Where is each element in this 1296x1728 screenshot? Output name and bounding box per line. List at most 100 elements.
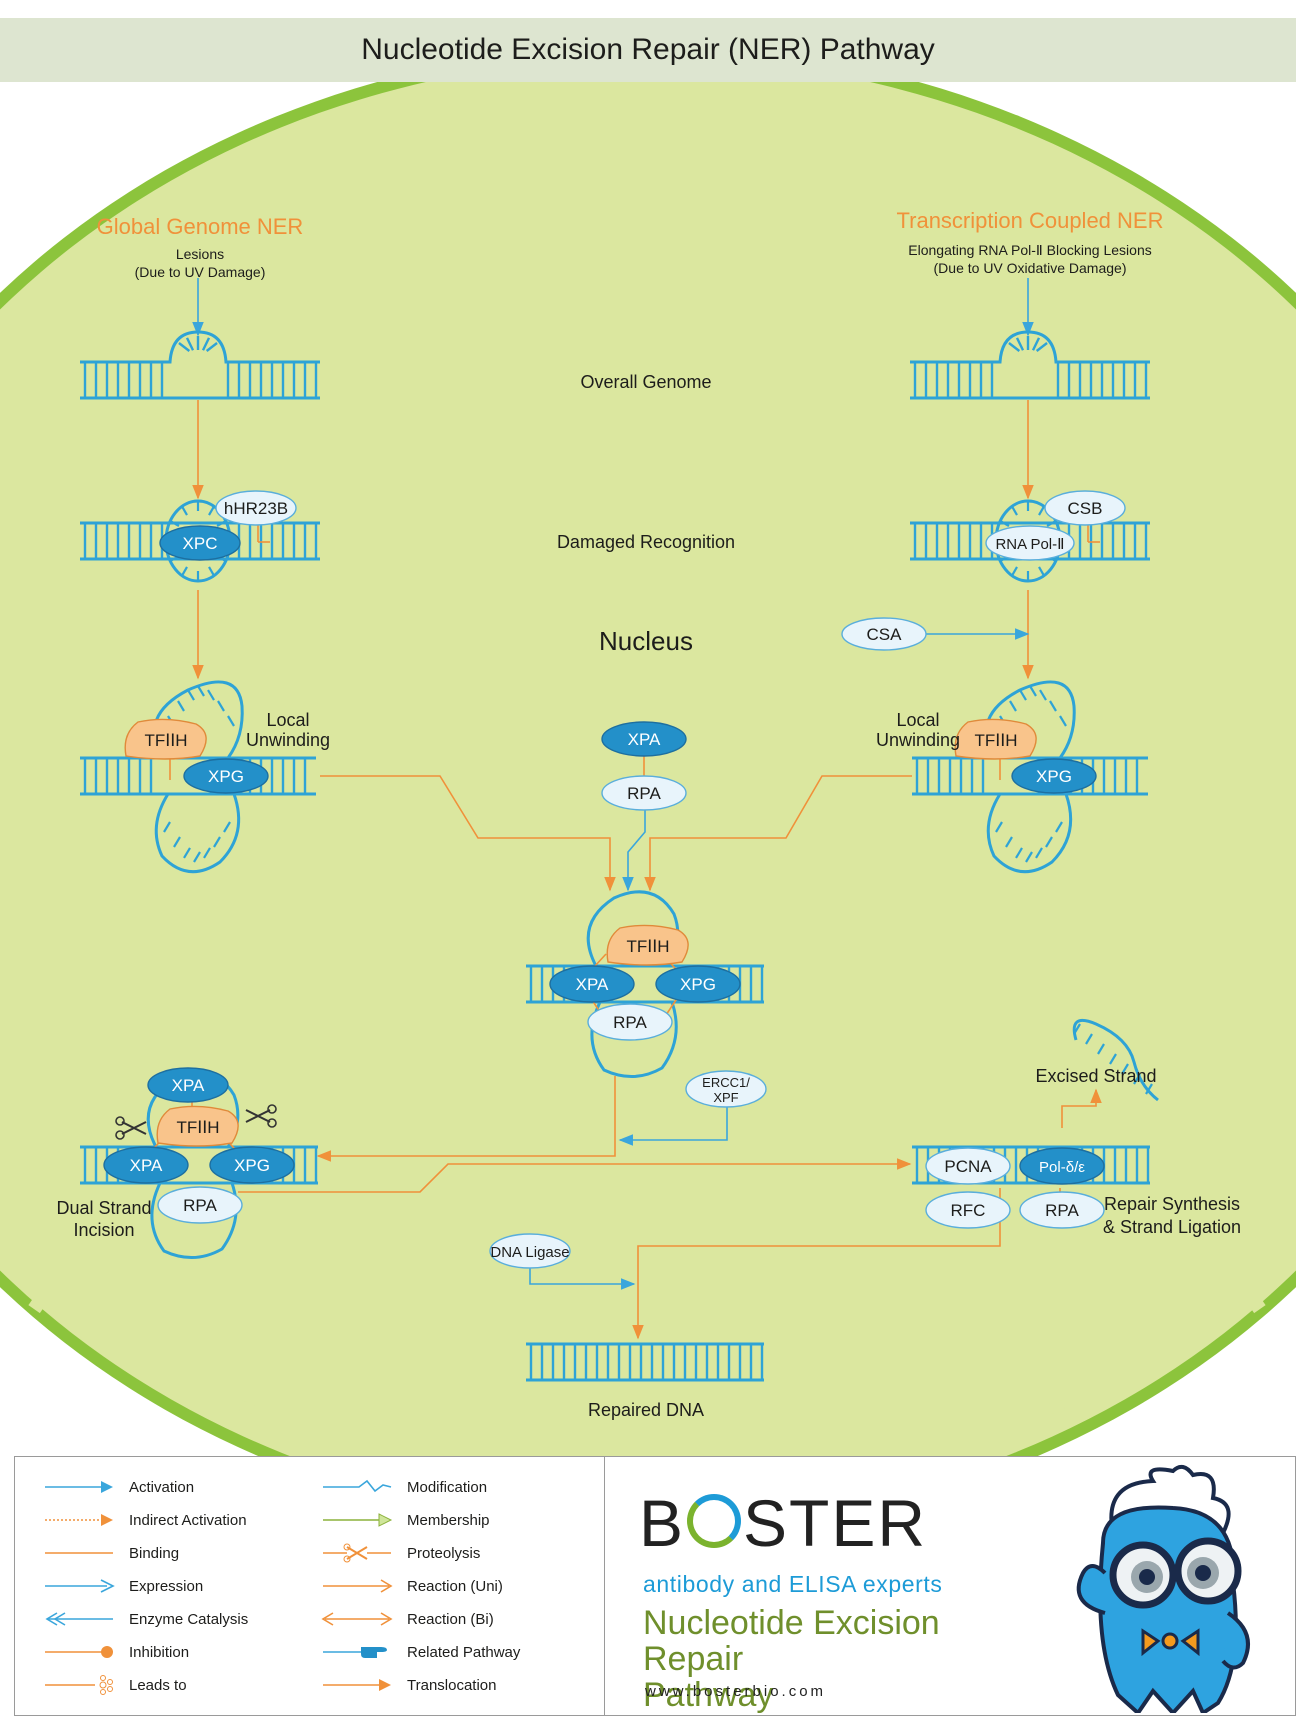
protein-csb: CSB [1044,490,1126,526]
legend-label: Indirect Activation [129,1511,247,1529]
legend-translocation: Translocation [321,1673,497,1697]
protein-label: XPF [713,1090,738,1105]
protein-shape [157,1186,243,1224]
bubble-tick [1011,505,1018,516]
binding-line-icon [45,1552,113,1554]
protein-shape [1044,490,1126,526]
protein-label: CSB [1068,499,1103,518]
global-lesion-line1: Lesions [176,246,224,262]
legend-inhibition: Inhibition [43,1640,189,1664]
protein-shape [103,1146,189,1184]
tc-lesion-line2: (Due to UV Oxidative Damage) [934,260,1127,276]
label-local-unwinding-left-1: Local [266,710,309,730]
protein-tfiih-center: TFⅠⅠH [606,924,689,966]
legend-leads-to: Leads to [43,1673,187,1697]
dna-unwinding-left [80,680,316,874]
protein-rpa-floating: RPA [601,775,687,811]
protein-shape [1011,758,1097,794]
bubble-tick [181,566,188,577]
footer: Activation Indirect Activation Binding E… [14,1456,1296,1716]
scissors-handle [115,1116,125,1126]
logo-o-mark-icon [687,1494,742,1548]
protein-label: RPA [183,1196,217,1215]
protein-shape [925,1191,1011,1229]
protein-shape [159,525,241,561]
protein-label: RPA [613,1013,647,1032]
excised-tick [1109,1053,1117,1065]
protein-xpg-center: XPG [655,965,741,1003]
protein-shape [601,721,687,757]
tfiih-shape [954,718,1037,760]
label-local-unwinding-right-1: Local [896,710,939,730]
protein-rpa-center: RPA [587,1003,673,1041]
label-dual-strand-2: Incision [73,1220,134,1240]
bubble-tick [181,505,188,516]
protein-label: ERCC1/ [702,1075,750,1090]
dna-repaired [526,1342,764,1382]
protein-label: XPA [172,1076,205,1095]
nuclear-pores [28,1296,1266,1414]
excised-strand [1072,1019,1159,1102]
legend-label: Leads to [129,1676,187,1694]
label-local-unwinding-left-2: Unwinding [246,730,330,750]
dna-unwinding-right [912,680,1148,874]
arrow-ercc1 [618,1106,728,1146]
label-damaged-recognition: Damaged Recognition [557,532,735,552]
scissors-icon [115,1116,147,1140]
loop-tick [1045,836,1053,848]
lesion-tick [1008,342,1021,352]
legend-modification: Modification [321,1475,487,1499]
excised-tick [1145,1083,1153,1095]
brand-title: Nucleotide Excision Repair Pathway [643,1605,1023,1713]
protein-tfiih-right: TFⅠⅠH [954,718,1037,760]
legend-reaction-bi: Reaction (Bi) [321,1607,494,1631]
dna-dual-incision [80,1071,318,1259]
protein-label: XPA [576,975,609,994]
reaction-bi-icon [321,1612,393,1626]
protein-label: XPG [680,975,716,994]
bubble-tick [999,520,1010,527]
excised-tick [1133,1073,1141,1085]
loop-tick [213,836,221,848]
protein-pcna: PCNA [925,1147,1011,1185]
protein-xpa-incision: XPA [147,1067,229,1103]
protein-xpa-center: XPA [549,965,635,1003]
label-repair-synthesis-1: Repair Synthesis [1104,1194,1240,1214]
scissors-handle [115,1130,125,1140]
legend-reaction-uni: Reaction (Uni) [321,1574,503,1598]
protein-shape [587,1003,673,1041]
page-title: Nucleotide Excision Repair (NER) Pathway [361,33,935,66]
lesion-tick [1015,337,1025,351]
protein-shape [1019,1191,1105,1229]
protein-shape [1019,1147,1105,1185]
protein-shape [183,758,269,794]
protein-label: RPA [1045,1201,1079,1220]
legend-binding: Binding [43,1541,179,1565]
legend-label: Modification [407,1478,488,1496]
legend-proteolysis: Proteolysis [321,1541,480,1565]
inhibition-icon [45,1646,113,1658]
protein-dna-ligase: DNA Ligase [489,1233,571,1269]
dna-loop-lower [150,1182,238,1259]
loop-tick [183,847,191,859]
tc-lesion-line1: Elongating RNA Pol-Ⅱ Blocking Lesions [908,242,1151,258]
lesion-tick [1035,342,1048,352]
legend-label: Binding [129,1544,180,1562]
tc-ner-title: Transcription Coupled NER [897,208,1164,233]
dna-loop-lower [590,1001,678,1078]
dna-recognition-left [80,499,320,583]
scissors-icon [323,1543,391,1563]
label-nucleus: Nucleus [599,626,693,656]
bubble-tick [1038,566,1045,577]
lesion-tick [1031,337,1041,351]
protein-label: XPG [1036,767,1072,786]
dna-lesion-left [80,330,320,400]
excised-tick [1085,1033,1093,1045]
protein-xpa-incision-2: XPA [103,1146,189,1184]
loop-tick [207,689,215,701]
protein-shape [655,965,741,1003]
global-lesion-line2: (Due to UV Damage) [135,264,266,280]
protein-label: XPG [234,1156,270,1175]
